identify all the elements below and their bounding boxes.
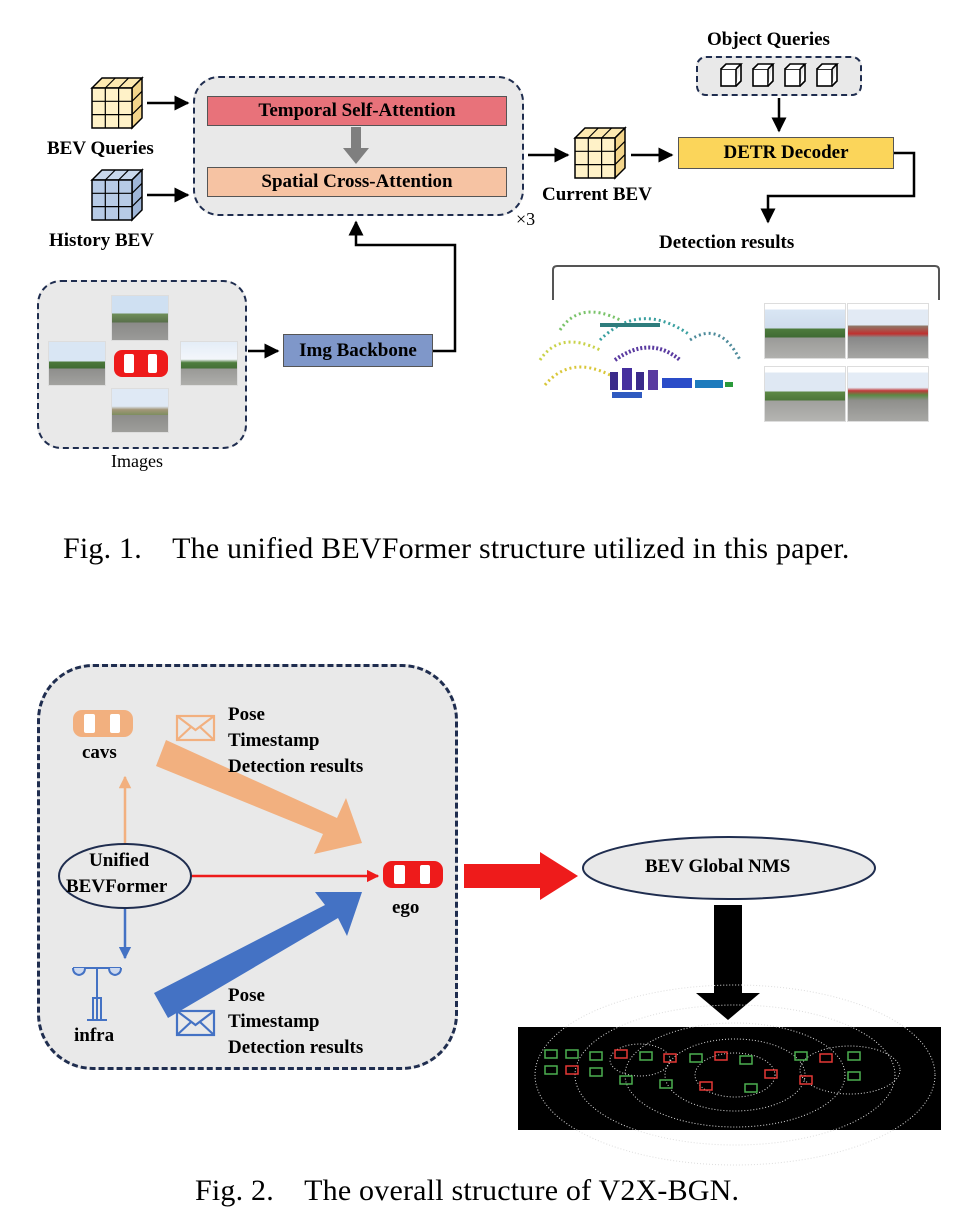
message-top-pose: Pose	[228, 704, 265, 725]
current-bev-cube-icon	[573, 126, 627, 180]
detection-results-label: Detection results	[659, 232, 795, 253]
infra-label: infra	[74, 1025, 115, 1046]
result-bounding-boxes	[544, 1049, 861, 1093]
unified-bevformer-label-line1: Unified	[89, 850, 150, 871]
bev-global-nms-label: BEV Global NMS	[645, 856, 791, 877]
cav-car-icon	[73, 710, 133, 737]
lidar-point-cloud	[538, 310, 742, 398]
arrow-nms-to-result	[696, 905, 760, 1020]
object-query-cube-icons	[720, 63, 839, 87]
figure-2-caption: Fig. 2. The overall structure of V2X-BGN…	[195, 1174, 740, 1207]
result-camera-front	[764, 303, 846, 359]
message-bottom: Pose Timestamp Detection results	[228, 983, 363, 1061]
cavs-label: cavs	[82, 742, 117, 763]
current-bev-label: Current BEV	[542, 184, 652, 205]
arrow-temporal-to-spatial	[351, 127, 361, 149]
fused-detection-result-image	[518, 1027, 941, 1130]
arrow-ego-to-nms	[464, 852, 578, 900]
rear-camera-image	[111, 388, 169, 433]
front-camera-image	[111, 295, 169, 341]
message-top-timestamp: Timestamp	[228, 730, 320, 751]
arrow-detr-to-results	[760, 151, 916, 224]
result-camera-right	[847, 303, 929, 359]
detr-decoder-block: DETR Decoder	[678, 137, 894, 169]
spatial-cross-attention-block: Spatial Cross-Attention	[207, 167, 507, 197]
message-bottom-detection: Detection results	[228, 1037, 364, 1058]
ego-label: ego	[392, 897, 420, 918]
ego-car-icon	[114, 350, 168, 377]
right-camera-image	[180, 341, 238, 386]
infra-message-arrow	[154, 892, 362, 1018]
bev-global-nms-ellipse	[582, 836, 876, 900]
envelope-icon-bottom	[175, 1009, 216, 1037]
message-bottom-timestamp: Timestamp	[228, 1011, 320, 1032]
message-top-detection: Detection results	[228, 756, 364, 777]
ego-vehicle-icon	[383, 861, 443, 888]
figure-1-caption: Fig. 1. The unified BEVFormer structure …	[63, 532, 850, 565]
result-camera-rear	[847, 366, 929, 422]
object-queries-label: Object Queries	[707, 29, 830, 50]
arrow-backbone-to-encoder	[348, 220, 457, 353]
cav-message-arrow	[156, 740, 362, 854]
infra-streetlight-icon	[72, 967, 122, 1021]
unified-bevformer-label-line2: BEVFormer	[66, 876, 168, 897]
result-camera-left	[764, 366, 846, 422]
message-top: Pose Timestamp Detection results	[228, 702, 363, 780]
envelope-icon-top	[175, 714, 216, 742]
temporal-self-attention-block: Temporal Self-Attention	[207, 96, 507, 126]
results-bracket	[552, 265, 940, 300]
message-bottom-pose: Pose	[228, 985, 265, 1006]
left-camera-image	[48, 341, 106, 386]
result-point-rings	[534, 984, 936, 1166]
history-bev-cube-icon	[90, 168, 144, 222]
images-label: Images	[111, 451, 163, 471]
repeat-label: ×3	[516, 209, 536, 229]
unified-bevformer-ellipse	[58, 843, 192, 909]
bev-queries-label: BEV Queries	[47, 138, 154, 159]
history-bev-label: History BEV	[49, 230, 155, 251]
fig1-arrows	[147, 95, 940, 359]
bev-queries-cube-icon	[90, 76, 144, 130]
img-backbone-block: Img Backbone	[283, 334, 433, 367]
